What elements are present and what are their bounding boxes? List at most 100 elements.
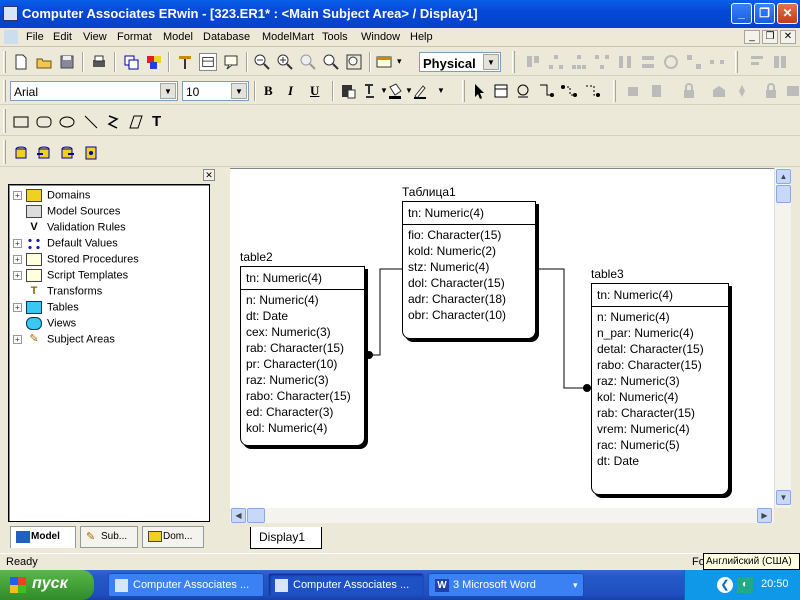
scroll-up-icon[interactable]: ▲ — [776, 169, 791, 184]
horizontal-scroll-thumb[interactable] — [247, 508, 265, 523]
polyline-tool-icon[interactable] — [104, 113, 122, 131]
rectangle-tool-icon[interactable] — [12, 113, 30, 131]
close-button[interactable]: ✕ — [777, 3, 798, 24]
vertical-scrollbar[interactable]: ▲ ▼ — [774, 168, 791, 508]
menu-format[interactable]: Format — [117, 31, 152, 43]
forward-engineer-icon[interactable] — [12, 144, 30, 162]
menu-database[interactable]: Database — [203, 31, 251, 43]
non-identifying-relationship-icon[interactable] — [583, 82, 601, 100]
display-level-icon[interactable] — [375, 53, 393, 71]
print-icon[interactable] — [90, 53, 108, 71]
entity-table2[interactable]: tn: Numeric(4) n: Numeric(4) dt: Date ce… — [240, 266, 365, 446]
entity-tool-icon[interactable] — [492, 82, 510, 100]
expand-icon[interactable]: + — [13, 191, 22, 200]
security-lock-icon[interactable] — [762, 82, 780, 100]
entity-display-icon[interactable] — [199, 53, 217, 71]
note-icon[interactable] — [222, 53, 240, 71]
expand-icon[interactable]: + — [13, 335, 22, 344]
fill-color-icon[interactable] — [386, 82, 404, 100]
tree-layout-icon[interactable] — [547, 53, 565, 71]
hierarchy-layout-icon[interactable] — [570, 53, 588, 71]
zoom-area-icon[interactable] — [345, 53, 363, 71]
pin-model-icon[interactable] — [733, 82, 751, 100]
columns-layout-icon[interactable] — [616, 53, 634, 71]
distribute-icon[interactable] — [771, 53, 789, 71]
chevron-down-icon[interactable]: ▼ — [231, 83, 247, 99]
entity-table1[interactable]: tn: Numeric(4) fio: Character(15) kold: … — [402, 201, 536, 339]
spread-layout-icon[interactable] — [593, 53, 611, 71]
font-name-select[interactable]: Arial ▼ — [10, 81, 178, 101]
complete-compare-icon[interactable] — [58, 144, 76, 162]
zoom-fit-icon[interactable] — [322, 53, 340, 71]
menu-view[interactable]: View — [83, 31, 107, 43]
symmetric-layout-icon[interactable] — [708, 53, 726, 71]
chevron-down-icon[interactable]: ▼ — [483, 54, 499, 70]
alignment-icon[interactable] — [748, 53, 766, 71]
document-icon[interactable] — [4, 30, 18, 44]
diagram-canvas[interactable]: Таблица1 tn: Numeric(4) fio: Character(1… — [230, 168, 774, 508]
entity-table3[interactable]: tn: Numeric(4) n: Numeric(4) n_par: Nume… — [591, 283, 729, 495]
text-color-icon[interactable] — [361, 82, 379, 100]
subtype-tool-icon[interactable] — [514, 82, 532, 100]
menu-edit[interactable]: Edit — [53, 31, 72, 43]
pen-color-dropdown-arrow[interactable]: ▼ — [437, 86, 445, 95]
tab-subject-areas[interactable]: Sub... — [80, 526, 138, 548]
title-bar[interactable]: Computer Associates ERwin - [323.ER1* : … — [0, 0, 800, 28]
taskbar-button-erwin-2[interactable]: Computer Associates ... — [268, 573, 424, 597]
tree-item-default-values[interactable]: +Default Values — [13, 237, 118, 252]
orthogonal-layout-icon[interactable] — [685, 53, 703, 71]
chevron-down-icon[interactable]: ▼ — [160, 83, 176, 99]
mdi-minimize-button[interactable]: _ — [744, 30, 760, 44]
tree-item-model-sources[interactable]: Model Sources — [13, 205, 120, 220]
color-palette-icon[interactable] — [145, 53, 163, 71]
back-arrow-icon[interactable]: ❮ — [717, 577, 733, 593]
tree-item-domains[interactable]: +Domains — [13, 189, 90, 204]
model-view-select[interactable]: Physical ▼ — [419, 52, 501, 72]
relationship-line-t1-t2[interactable] — [368, 268, 402, 356]
bold-button[interactable]: B — [264, 83, 273, 98]
rounded-rectangle-tool-icon[interactable] — [35, 113, 53, 131]
menu-modelmart[interactable]: ModelMart — [262, 31, 314, 43]
menu-tools[interactable]: Tools — [322, 31, 348, 43]
merge-icon[interactable] — [710, 82, 728, 100]
restore-button[interactable]: ❐ — [754, 3, 775, 24]
text-color-dropdown-arrow[interactable]: ▼ — [380, 86, 388, 95]
zoom-in-icon[interactable] — [276, 53, 294, 71]
modelmart-open-icon[interactable] — [648, 82, 666, 100]
pin-icon[interactable] — [176, 53, 194, 71]
relationship-line-t1-t3[interactable] — [536, 268, 588, 389]
fill-color-dropdown-arrow[interactable]: ▼ — [405, 86, 413, 95]
tree-item-subject-areas[interactable]: +✎Subject Areas — [13, 333, 115, 348]
identifying-relationship-icon[interactable] — [537, 82, 555, 100]
menu-window[interactable]: Window — [361, 31, 401, 43]
lock-icon[interactable] — [680, 82, 698, 100]
modelmart-connect-icon[interactable] — [625, 82, 643, 100]
taskbar-button-erwin-1[interactable]: Computer Associates ... — [108, 573, 264, 597]
text-tool-button[interactable]: T — [152, 113, 162, 130]
minimize-button[interactable]: _ — [731, 3, 752, 24]
start-button[interactable]: пуск — [0, 570, 94, 600]
menu-file[interactable]: File — [26, 31, 44, 43]
close-panel-icon[interactable]: ✕ — [203, 169, 215, 181]
pen-color-icon[interactable] — [411, 82, 429, 100]
align-top-icon[interactable] — [524, 53, 542, 71]
line-tool-icon[interactable] — [82, 113, 100, 131]
polygon-tool-icon[interactable] — [127, 113, 145, 131]
tree-item-stored-procedures[interactable]: +Stored Procedures — [13, 253, 139, 268]
tree-item-tables[interactable]: +Tables — [13, 301, 79, 316]
zoom-out-icon[interactable] — [253, 53, 271, 71]
vertical-scroll-thumb[interactable] — [776, 185, 791, 203]
scroll-down-icon[interactable]: ▼ — [776, 490, 791, 505]
tree-item-script-templates[interactable]: +Script Templates — [13, 269, 128, 284]
scroll-left-icon[interactable]: ◀ — [231, 508, 246, 523]
save-icon[interactable] — [58, 53, 76, 71]
zoom-reset-icon[interactable] — [299, 53, 317, 71]
tab-display1[interactable]: Display1 — [250, 527, 322, 549]
font-size-select[interactable]: 10 ▼ — [182, 81, 249, 101]
ellipse-tool-icon[interactable] — [58, 113, 76, 131]
many-to-many-relationship-icon[interactable] — [560, 82, 578, 100]
expand-icon[interactable]: + — [13, 271, 22, 280]
